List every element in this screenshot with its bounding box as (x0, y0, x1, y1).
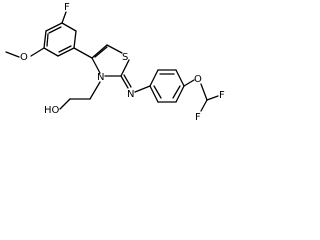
atom-o-methoxy: O (20, 52, 28, 63)
imine-bond-a (120, 75, 129, 89)
molecule-drawing: F O S N HO N (5, 2, 225, 123)
atom-f-ring: F (64, 2, 70, 13)
structure-diagram: F O S N HO N (0, 0, 231, 125)
atom-n-ring: N (97, 72, 104, 83)
atom-f-1: F (219, 90, 225, 101)
atom-f-2: F (195, 112, 201, 123)
atom-n-imine: N (127, 89, 134, 100)
ethyl-bond-1 (89, 81, 101, 100)
atom-ho: HO (44, 105, 60, 116)
thiazoline-ring (91, 44, 130, 77)
aryl-thiazole-bond (73, 47, 93, 59)
imine-aryl-bond (134, 85, 151, 93)
cf-bond-1 (206, 95, 219, 101)
ethyl-bond-3 (59, 98, 71, 110)
atom-o-ether: O (194, 74, 202, 85)
methoxy-bond (30, 47, 45, 57)
o-cf2-bond (200, 83, 208, 101)
trifluoromethoxyphenyl-ring (149, 69, 185, 103)
imine-bond-b (123, 74, 132, 88)
fluoromethoxyphenyl-ring (43, 22, 77, 57)
cf-bond-2 (200, 99, 208, 112)
methyl-bond (5, 51, 20, 58)
atom-s: S (122, 52, 128, 63)
ring-fluoro-bond (61, 11, 67, 24)
ether-bond (183, 79, 195, 87)
